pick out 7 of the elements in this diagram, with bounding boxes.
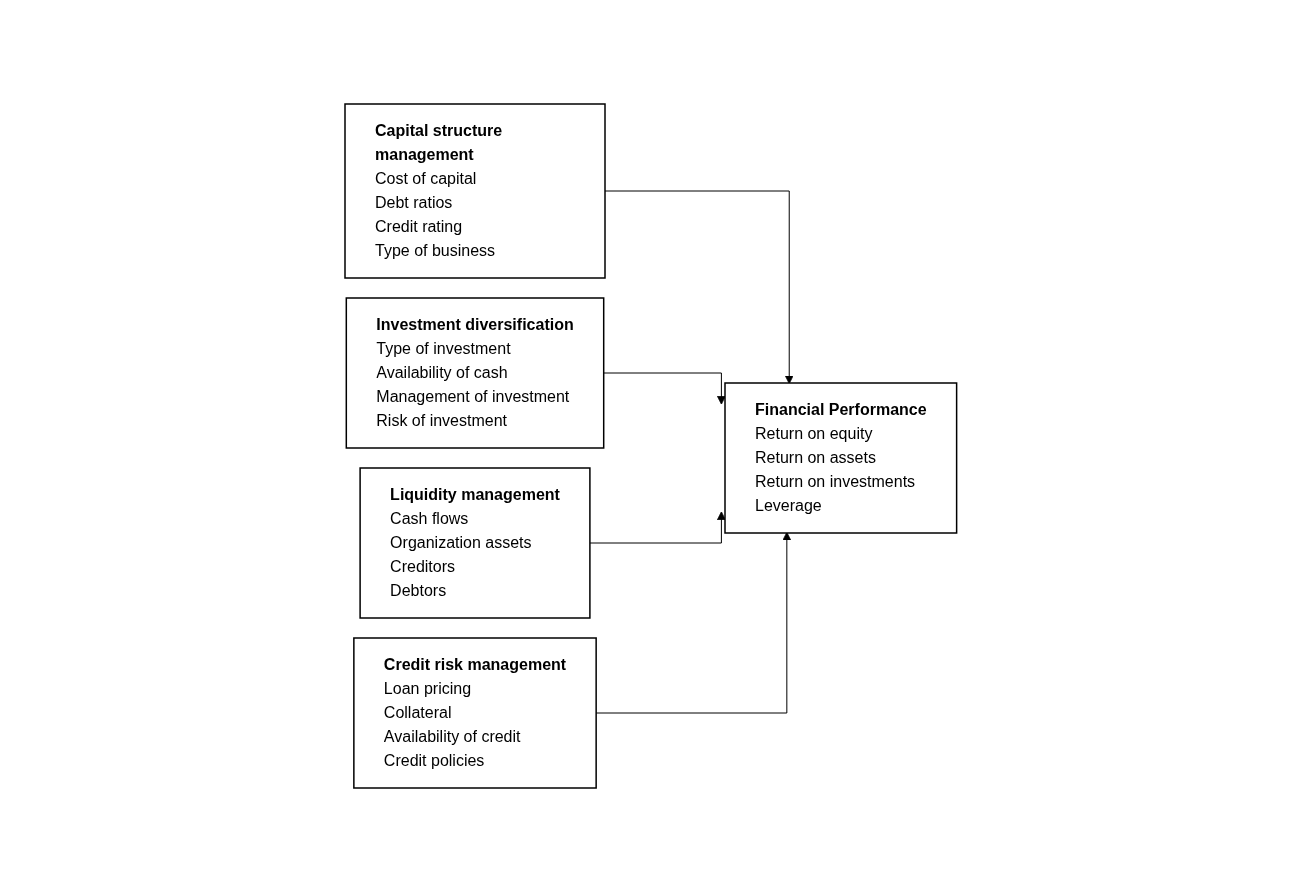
node-box	[345, 296, 605, 449]
node-box	[723, 381, 958, 534]
node-box	[343, 102, 606, 279]
node-box	[359, 466, 591, 619]
node-box	[352, 636, 597, 789]
arrow	[604, 190, 794, 384]
arrow	[595, 531, 791, 713]
